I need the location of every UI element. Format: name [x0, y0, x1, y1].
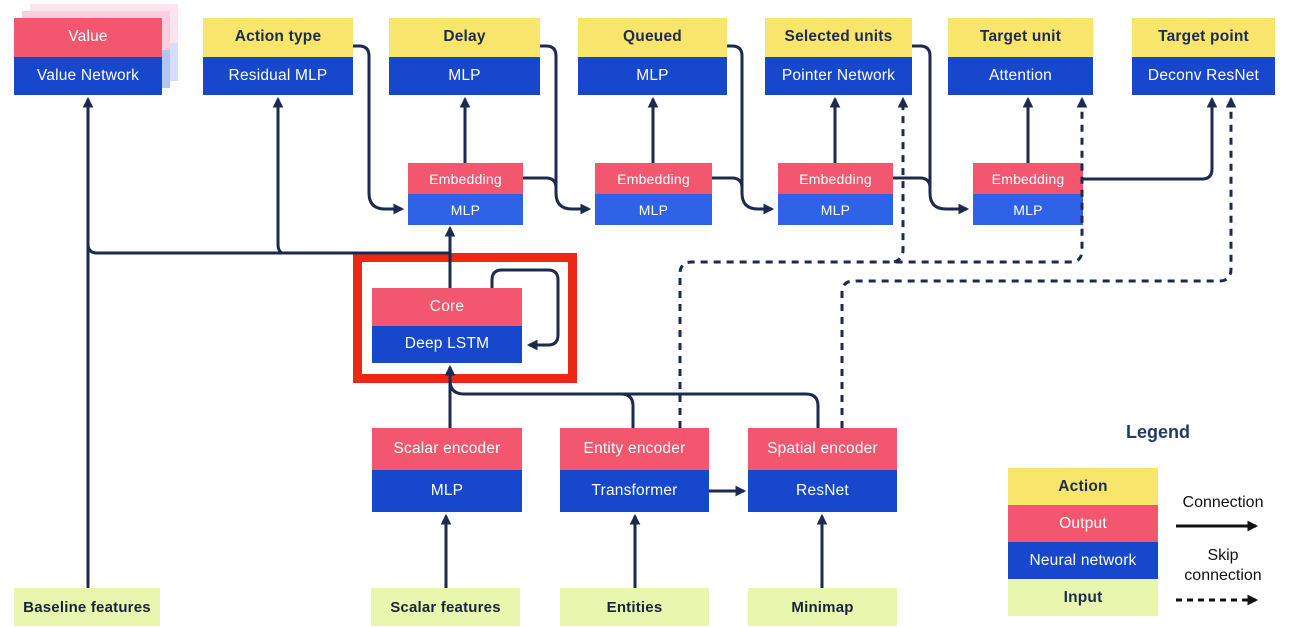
legend-connection-label: Connection	[1182, 494, 1264, 511]
embedding-3-output-label: Embedding	[778, 163, 893, 194]
selected-units-network-label: Pointer Network	[765, 56, 912, 95]
node-selected-units: Selected units Pointer Network	[765, 18, 912, 95]
node-target-unit: Target unit Attention	[948, 18, 1093, 95]
scalar-encoder-network-label: MLP	[372, 470, 522, 512]
skip-entity-encoder-to-attention	[678, 96, 1088, 428]
node-spatial-encoder: Spatial encoder ResNet	[748, 428, 897, 512]
selected-units-action-label: Selected units	[765, 18, 912, 57]
conn-entity-encoder-to-lstm-branch	[620, 392, 635, 428]
conn-embedding-3-out	[893, 176, 932, 189]
core-highlight-rectangle	[353, 253, 577, 383]
node-baseline-features: Baseline features	[14, 588, 160, 626]
spatial-encoder-network-label: ResNet	[748, 470, 897, 512]
node-value: Value Value Network	[14, 18, 162, 95]
conn-embedding-2-out	[712, 176, 744, 189]
node-entities: Entities	[560, 588, 709, 626]
value-network-label: Value Network	[14, 56, 162, 95]
embedding-4-network-label: MLP	[973, 194, 1083, 225]
entity-encoder-output-label: Entity encoder	[560, 428, 709, 470]
embedding-4-output-label: Embedding	[973, 163, 1083, 194]
legend-input-label: Input	[1008, 579, 1158, 616]
node-embedding-4: Embedding MLP	[973, 163, 1083, 225]
embedding-2-output-label: Embedding	[595, 163, 712, 194]
legend-skip-connection-label: Skip connection	[1184, 547, 1262, 584]
target-point-action-label: Target point	[1132, 18, 1275, 57]
value-output-label: Value	[14, 18, 162, 57]
node-entity-encoder: Entity encoder Transformer	[560, 428, 709, 512]
embedding-2-network-label: MLP	[595, 194, 712, 225]
conn-embedding-1-out	[523, 176, 558, 189]
spatial-encoder-output-label: Spatial encoder	[748, 428, 897, 470]
conn-embedding-4-to-deconv-resnet	[1083, 96, 1218, 181]
target-unit-action-label: Target unit	[948, 18, 1093, 57]
node-action-type: Action type Residual MLP	[203, 18, 353, 95]
node-scalar-features: Scalar features	[371, 588, 520, 626]
legend-action-label: Action	[1008, 468, 1158, 505]
action-type-action-label: Action type	[203, 18, 353, 57]
node-embedding-1: Embedding MLP	[408, 163, 523, 225]
legend-output-label: Output	[1008, 505, 1158, 542]
node-scalar-encoder: Scalar encoder MLP	[372, 428, 522, 512]
skip-spatial-encoder-to-deconv-resnet	[840, 96, 1237, 428]
node-embedding-2: Embedding MLP	[595, 163, 712, 225]
legend-neural-network-label: Neural network	[1008, 542, 1158, 579]
delay-network-label: MLP	[389, 56, 540, 95]
queued-network-label: MLP	[578, 56, 727, 95]
minimap-label: Minimap	[748, 588, 897, 626]
embedding-1-output-label: Embedding	[408, 163, 523, 194]
node-minimap: Minimap	[748, 588, 897, 626]
node-target-point: Target point Deconv ResNet	[1132, 18, 1275, 95]
node-embedding-3: Embedding MLP	[778, 163, 893, 225]
conn-spatial-encoder-to-lstm-trunk	[448, 379, 820, 428]
node-delay: Delay MLP	[389, 18, 540, 95]
node-queued: Queued MLP	[578, 18, 727, 95]
conn-core-output-trunk	[86, 243, 450, 255]
scalar-encoder-output-label: Scalar encoder	[372, 428, 522, 470]
legend-color-key: Action Output Neural network Input	[1008, 468, 1158, 616]
entities-label: Entities	[560, 588, 709, 626]
target-unit-network-label: Attention	[948, 56, 1093, 95]
queued-action-label: Queued	[578, 18, 727, 57]
delay-action-label: Delay	[389, 18, 540, 57]
embedding-3-network-label: MLP	[778, 194, 893, 225]
scalar-features-label: Scalar features	[371, 588, 520, 626]
legend-title: Legend	[1125, 422, 1190, 442]
conn-core-to-residual-mlp	[272, 96, 284, 255]
baseline-features-label: Baseline features	[14, 588, 160, 626]
skip-entity-encoder-to-pointer-network	[893, 96, 909, 264]
embedding-1-network-label: MLP	[408, 194, 523, 225]
target-point-network-label: Deconv ResNet	[1132, 56, 1275, 95]
entity-encoder-network-label: Transformer	[560, 470, 709, 512]
action-type-network-label: Residual MLP	[203, 56, 353, 95]
